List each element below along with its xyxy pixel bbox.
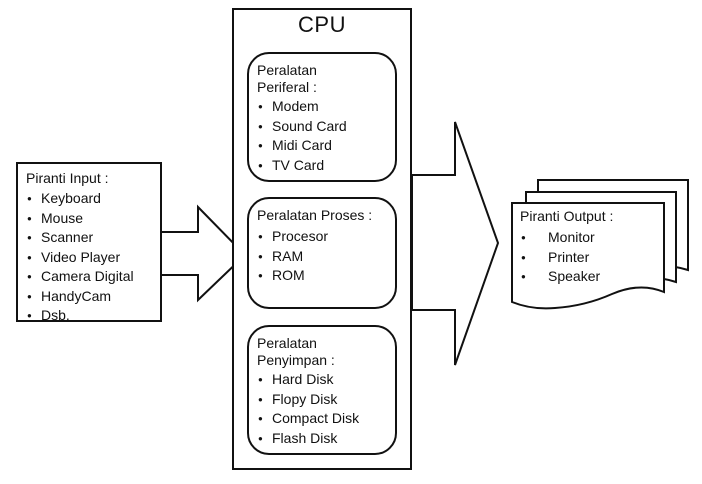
list-item: ROM [257,266,385,286]
output-title: Piranti Output : [520,208,614,224]
list-item: Printer [520,248,660,268]
process-box: Peralatan Proses : Procesor RAM ROM [247,197,397,309]
storage-title-line2: Penyimpan : [257,352,335,368]
cpu-title: CPU [298,12,346,37]
input-list: Keyboard Mouse Scanner Video Player Came… [26,189,154,326]
list-item: TV Card [257,156,385,176]
peripheral-title-line2: Periferal : [257,79,317,95]
list-item: Midi Card [257,136,385,156]
list-item: Flopy Disk [257,390,385,410]
peripheral-list: Modem Sound Card Midi Card TV Card [257,97,385,175]
list-item: Mouse [26,209,154,229]
list-item: Video Player [26,248,154,268]
process-list: Procesor RAM ROM [257,227,385,286]
list-item: Sound Card [257,117,385,137]
output-content: Piranti Output : Monitor Printer Speaker [520,208,660,287]
storage-list: Hard Disk Flopy Disk Compact Disk Flash … [257,370,385,448]
list-item: Scanner [26,228,154,248]
input-box: Piranti Input : Keyboard Mouse Scanner V… [16,162,162,325]
output-list: Monitor Printer Speaker [520,228,660,287]
storage-box: Peralatan Penyimpan : Hard Disk Flopy Di… [247,325,397,455]
list-item: Procesor [257,227,385,247]
list-item: Monitor [520,228,660,248]
process-title: Peralatan Proses : [257,207,373,223]
list-item: Dsb. [26,306,154,326]
peripheral-box: Peralatan Periferal : Modem Sound Card M… [247,52,397,182]
list-item: Hard Disk [257,370,385,390]
list-item: Keyboard [26,189,154,209]
list-item: Speaker [520,267,660,287]
peripheral-title-line1: Peralatan [257,62,317,78]
list-item: Camera Digital [26,267,154,287]
input-title: Piranti Input : [26,170,109,186]
list-item: Flash Disk [257,429,385,449]
list-item: Modem [257,97,385,117]
list-item: RAM [257,247,385,267]
storage-title-line1: Peralatan [257,335,317,351]
output-arrow [411,121,500,366]
list-item: Compact Disk [257,409,385,429]
input-arrow [159,204,247,303]
list-item: HandyCam [26,287,154,307]
